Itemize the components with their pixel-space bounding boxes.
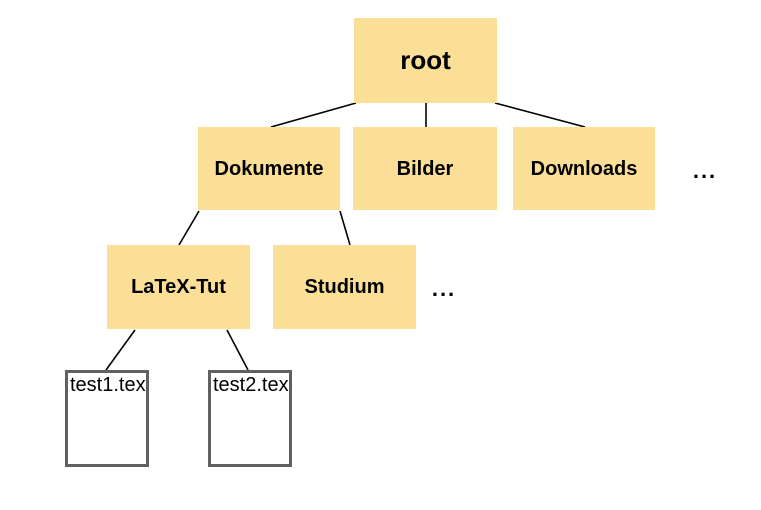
connector-latextut-test1 bbox=[105, 329, 136, 371]
file-label-test2: test2.tex bbox=[213, 374, 289, 396]
connector-dokumente-studium bbox=[339, 210, 351, 246]
tree-node-dokumente: Dokumente bbox=[198, 127, 340, 210]
file-label-test1: test1.tex bbox=[70, 374, 146, 396]
tree-node-latex-tut: LaTeX-Tut bbox=[107, 245, 250, 329]
tree-node-file-test1: test1.tex bbox=[65, 370, 149, 467]
level2-more-ellipsis: ... bbox=[692, 158, 718, 183]
connector-root-dokumente bbox=[270, 102, 357, 128]
tree-node-file-test2: test2.tex bbox=[208, 370, 292, 467]
tree-node-bilder: Bilder bbox=[353, 127, 497, 210]
tree-node-downloads: Downloads bbox=[513, 127, 655, 210]
connector-root-downloads bbox=[494, 102, 586, 128]
level3-more-ellipsis: ... bbox=[431, 276, 457, 301]
connector-latextut-test2 bbox=[226, 329, 249, 371]
tree-node-root: root bbox=[354, 18, 497, 103]
connector-dokumente-latextut bbox=[178, 210, 200, 246]
tree-node-studium: Studium bbox=[273, 245, 416, 329]
